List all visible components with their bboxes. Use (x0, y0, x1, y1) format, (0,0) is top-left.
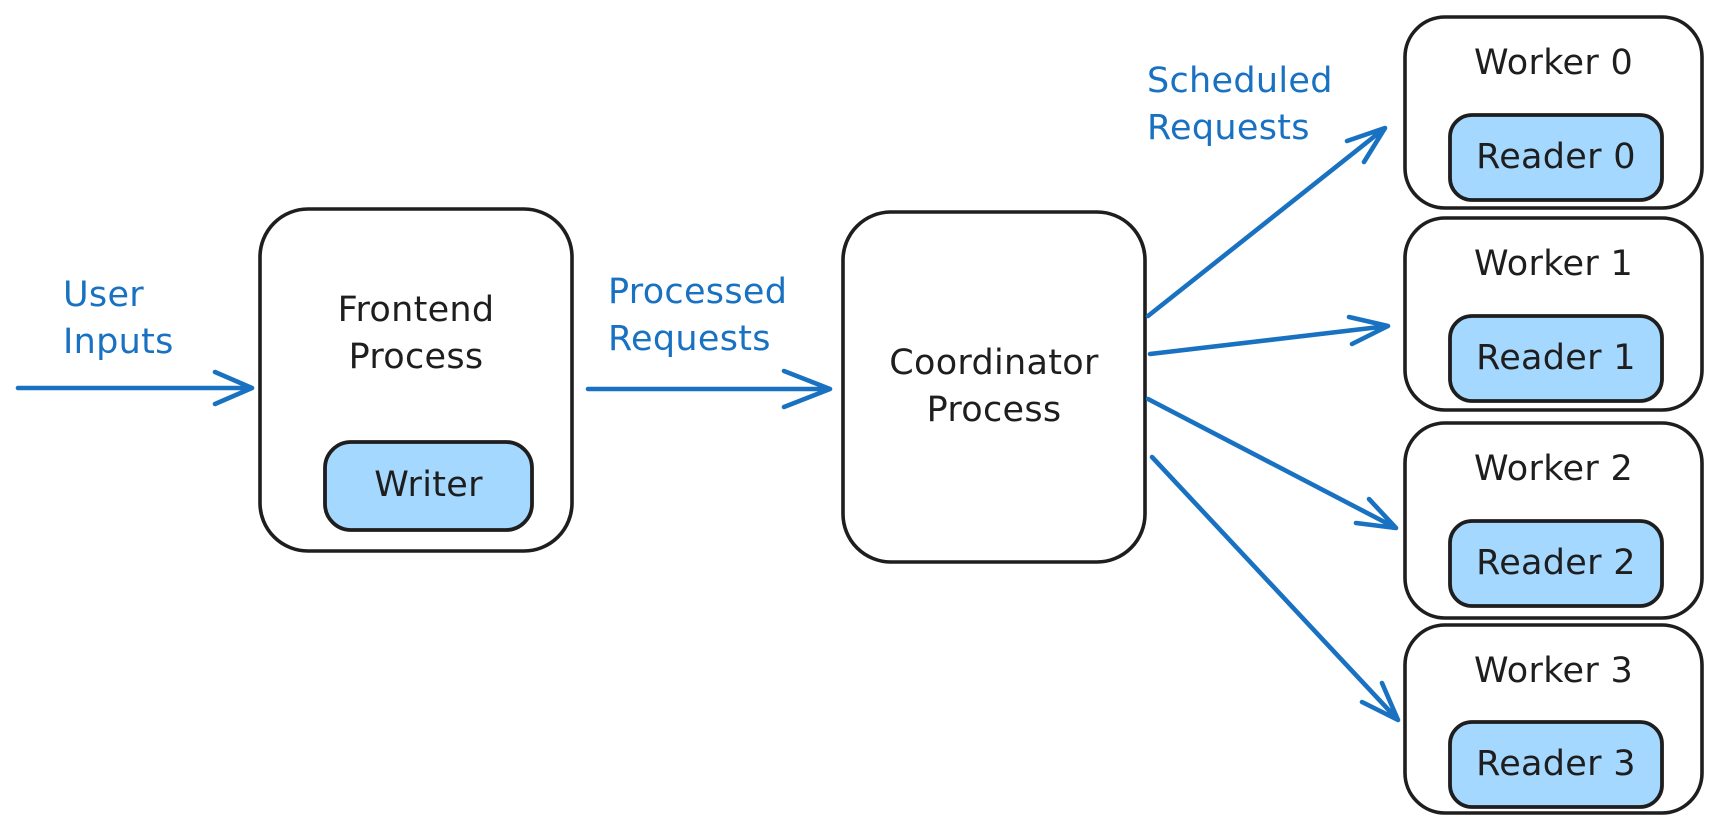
title-line: Process (926, 390, 1062, 430)
worker-1-title: Worker 1 (1473, 244, 1634, 284)
label-line: User (63, 275, 144, 315)
arrow-group (15, 125, 1401, 723)
worker-3-title: Worker 3 (1473, 651, 1634, 691)
frontend-process-title: Frontend Process (260, 287, 572, 381)
title-line: Frontend (337, 290, 495, 330)
title-line: Process (348, 337, 484, 377)
label-line: Scheduled (1147, 61, 1333, 101)
label-line: Inputs (63, 322, 174, 362)
arrow-scheduled-worker-0 (1145, 125, 1388, 319)
writer-box (323, 440, 534, 532)
reader-box-1 (1448, 314, 1664, 403)
arrow-user-inputs (15, 369, 255, 407)
reader-0-label: Reader 0 (1476, 137, 1636, 177)
title-line: Coordinator (889, 343, 1099, 383)
reader-box-2 (1448, 519, 1664, 608)
coordinator-process-title: Coordinator Process (843, 340, 1145, 434)
writer-label: Writer (374, 465, 483, 505)
reader-box-0 (1448, 113, 1664, 202)
worker-2-title: Worker 2 (1473, 449, 1634, 489)
reader-box-3 (1448, 720, 1664, 809)
label-processed-requests: Processed Requests (608, 269, 787, 363)
worker-0-title: Worker 0 (1473, 43, 1634, 83)
coordinator-process-box (841, 210, 1147, 564)
label-line: Requests (1147, 108, 1310, 148)
arrow-processed-requests (585, 368, 833, 410)
inner-node-group (323, 113, 1664, 809)
reader-1-label: Reader 1 (1476, 338, 1636, 378)
reader-2-label: Reader 2 (1476, 543, 1636, 583)
arrow-scheduled-worker-2 (1145, 396, 1399, 531)
arrow-scheduled-worker-1 (1147, 314, 1391, 357)
label-line: Processed (608, 272, 788, 312)
label-scheduled-requests: Scheduled Requests (1147, 58, 1333, 152)
label-line: Requests (608, 319, 771, 359)
reader-3-label: Reader 3 (1476, 744, 1636, 784)
label-user-inputs: User Inputs (63, 272, 174, 366)
arrow-scheduled-worker-3 (1149, 454, 1401, 723)
